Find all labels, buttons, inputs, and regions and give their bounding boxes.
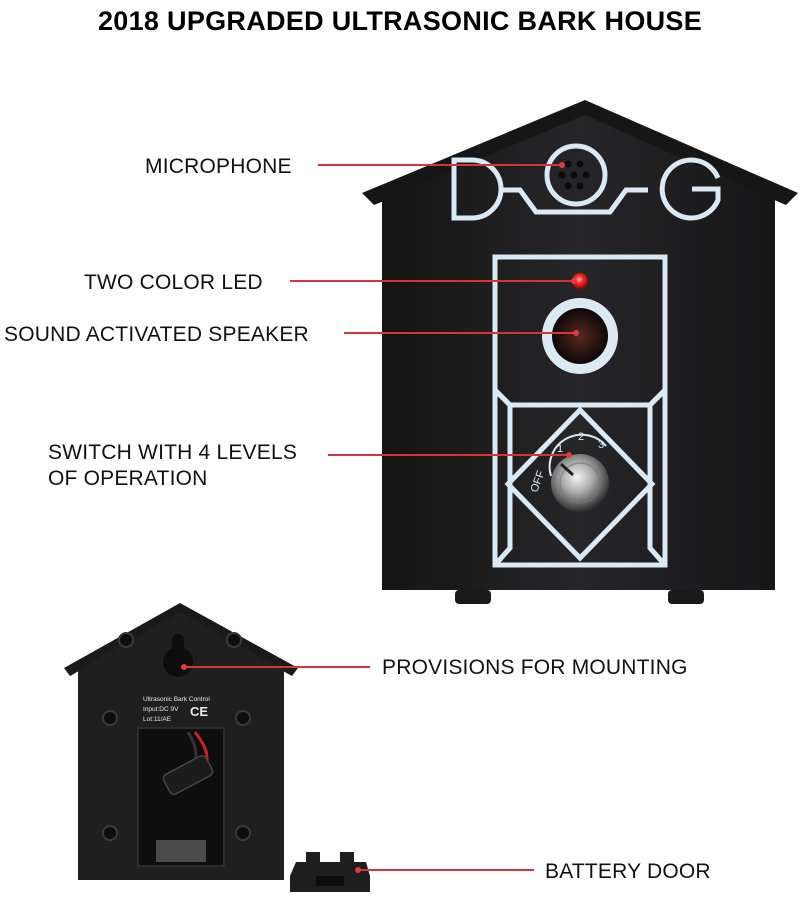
leader-microphone: [318, 164, 562, 166]
leader-switch: [328, 454, 568, 456]
front-device: OFF 1 2 3: [362, 100, 798, 604]
level-2: 2: [578, 431, 584, 443]
svg-text:Input:DC 9V: Input:DC 9V: [143, 706, 179, 713]
mounting-slot: [172, 634, 184, 656]
knob-pointer: [560, 463, 574, 476]
level-3: 3: [598, 439, 604, 451]
speaker-icon: [552, 308, 608, 364]
led-indicator: [572, 273, 588, 289]
foot-left: [455, 590, 491, 604]
leader-led: [290, 280, 572, 282]
leader-dot-speaker: [573, 330, 579, 336]
callout-switch: SWITCH WITH 4 LEVELS OF OPERATION: [48, 440, 297, 493]
callout-microphone: MICROPHONE: [145, 155, 292, 178]
callout-led: TWO COLOR LED: [84, 271, 263, 294]
callout-speaker: SOUND ACTIVATED SPEAKER: [4, 323, 309, 346]
battery-door: [290, 852, 370, 892]
leader-dot-battery-door: [355, 867, 361, 873]
callout-switch-line2: OF OPERATION: [48, 467, 208, 491]
level-1: 1: [557, 443, 563, 455]
logo-bone: [500, 187, 648, 215]
callout-switch-line1: SWITCH WITH 4 LEVELS: [48, 441, 298, 464]
page-title: 2018 UPGRADED ULTRASONIC BARK HOUSE: [97, 6, 703, 36]
logo-o-ring: [544, 143, 608, 207]
microphone-grille: [558, 160, 590, 190]
leader-mounting: [184, 666, 370, 668]
leader-speaker: [344, 332, 574, 334]
back-screws: [102, 632, 251, 841]
svg-text:Lot:11/AE: Lot:11/AE: [143, 716, 172, 723]
leader-dot-mounting: [181, 664, 187, 670]
knob-ring: [559, 462, 601, 504]
back-device: Ultrasonic Bark Control Input:DC 9V Lot:…: [64, 603, 370, 892]
battery-foam: [156, 840, 206, 862]
switch-arc: [548, 433, 607, 477]
ce-mark: CE: [190, 704, 208, 719]
callout-battery-door: BATTERY DOOR: [545, 860, 711, 883]
callout-mounting: PROVISIONS FOR MOUNTING: [382, 656, 688, 679]
leader-battery-door: [358, 869, 534, 871]
leader-dot-microphone: [559, 162, 565, 168]
leader-dot-led: [571, 278, 577, 284]
svg-text:Ultrasonic Bark Control: Ultrasonic Bark Control: [143, 696, 210, 703]
back-label: Ultrasonic Bark Control Input:DC 9V Lot:…: [143, 696, 210, 723]
dog-logo: [451, 143, 721, 221]
logo-letter-g: [659, 157, 721, 221]
leader-dot-switch: [566, 452, 572, 458]
foot-right: [668, 590, 704, 604]
control-panel-frame: [492, 254, 668, 568]
battery-clip: [162, 755, 214, 795]
